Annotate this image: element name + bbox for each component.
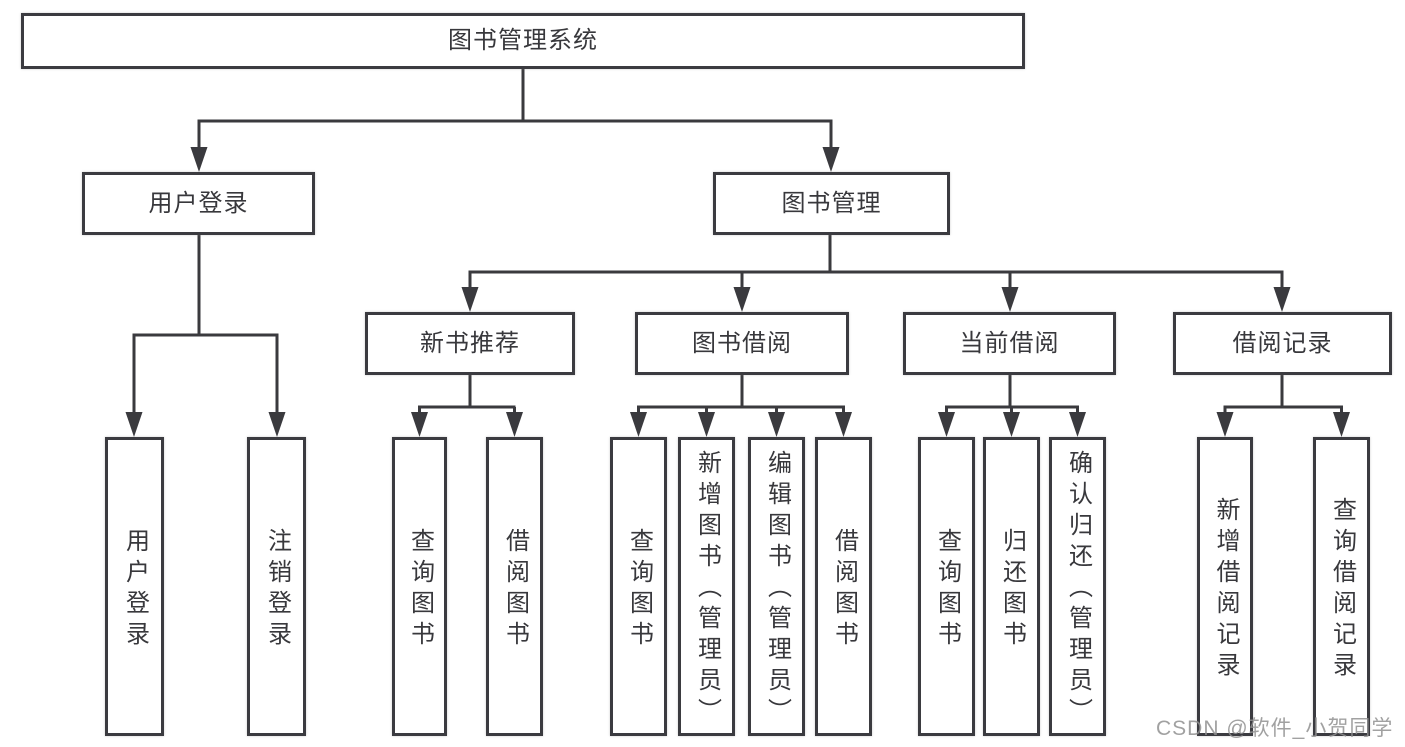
leaf-user-login: 用户登录	[105, 437, 164, 736]
leaf-return-books: 归还图书	[983, 437, 1040, 736]
leaf-confirm-return-admin: 确认归还（管理员）	[1049, 437, 1106, 736]
leaf-query-books-rec: 查询图书	[392, 437, 447, 736]
leaf-add-books-admin: 新增图书（管理员）	[678, 437, 735, 736]
leaf-query-books-borrow: 查询图书	[610, 437, 667, 736]
node-current-borrowing: 当前借阅	[903, 312, 1116, 375]
leaf-edit-books-admin: 编辑图书（管理员）	[748, 437, 805, 736]
leaf-query-borrow-record: 查询借阅记录	[1313, 437, 1370, 736]
leaf-logout: 注销登录	[247, 437, 306, 736]
watermark: CSDN @软件_小贺同学	[1156, 717, 1394, 740]
leaf-add-borrow-record: 新增借阅记录	[1197, 437, 1253, 736]
node-book-management-branch: 图书管理	[713, 172, 950, 235]
node-library-system-root: 图书管理系统	[21, 13, 1025, 69]
node-user-login-branch: 用户登录	[82, 172, 315, 235]
leaf-borrow-books-rec: 借阅图书	[486, 437, 543, 736]
node-book-borrowing: 图书借阅	[635, 312, 849, 375]
node-borrowing-records: 借阅记录	[1173, 312, 1392, 375]
leaf-borrow-books: 借阅图书	[815, 437, 872, 736]
leaf-query-books-current: 查询图书	[918, 437, 975, 736]
node-new-book-recommendation: 新书推荐	[365, 312, 575, 375]
